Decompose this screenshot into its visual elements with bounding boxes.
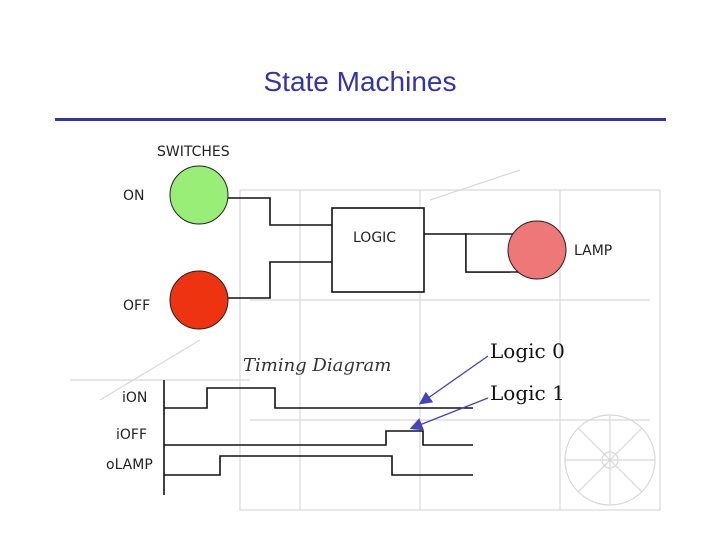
logic1-arrow [409,397,489,431]
signal-label-ion: iON [122,390,147,406]
on-label: ON [123,188,145,204]
signal-label-olamp: oLAMP [106,457,153,473]
signal-label-ioff: iOFF [116,427,147,443]
waveform-ion [164,387,473,409]
waveform-ioff [164,430,473,446]
logic-box [331,207,425,293]
title-underline [55,118,666,121]
lamp-label: LAMP [574,243,612,259]
slide-title: State Machines [263,66,457,97]
switches-label: SWITCHES [157,144,230,160]
waveform-olamp [164,455,473,476]
logic1-label: Logic 1 [490,381,565,405]
logic0-arrow [418,355,489,405]
off-switch[interactable] [169,270,229,330]
waveforms [164,387,473,476]
lamp [507,220,567,280]
background-sketch [70,169,661,511]
logic-label: LOGIC [353,230,396,246]
off-label: OFF [123,298,150,314]
on-switch[interactable] [169,165,229,225]
logic0-label: Logic 0 [490,339,565,363]
timing-diagram-title: Timing Diagram [243,355,391,376]
